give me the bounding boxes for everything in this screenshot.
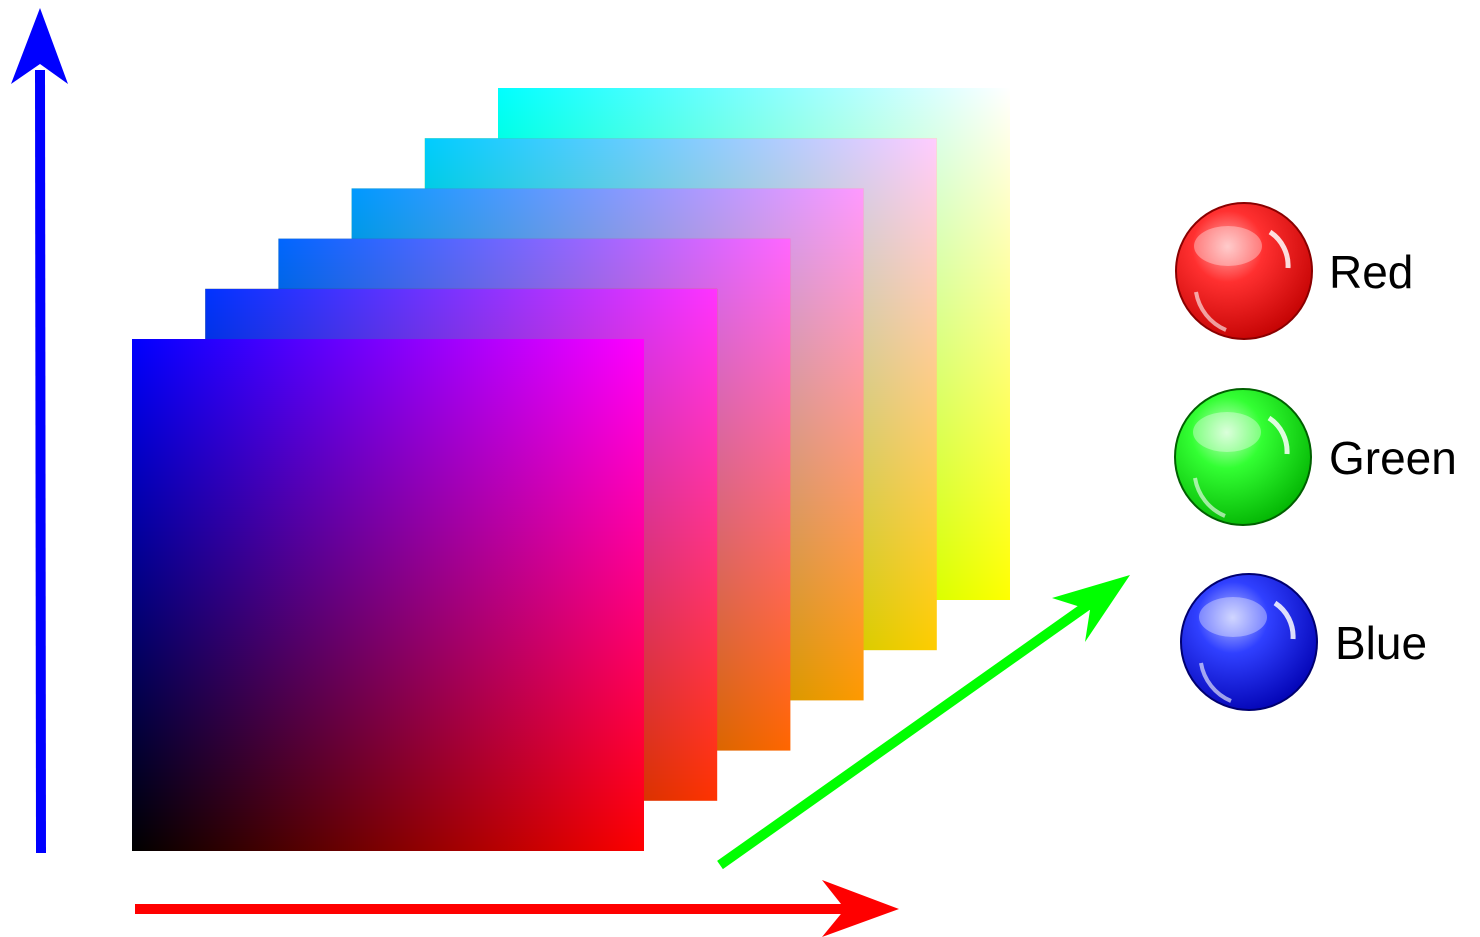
legend-item-blue: Blue	[1180, 573, 1427, 711]
legend-label-green: Green	[1329, 432, 1457, 484]
legend: Red Green Blue	[1174, 202, 1457, 711]
blue-sphere-icon	[1180, 573, 1318, 711]
green-axis-arrow	[717, 575, 1130, 870]
color-cube	[132, 88, 1010, 851]
green-sphere-icon	[1174, 388, 1312, 526]
red-sphere-icon	[1175, 202, 1313, 340]
legend-label-blue: Blue	[1335, 617, 1427, 669]
legend-item-green: Green	[1174, 388, 1457, 526]
legend-label-red: Red	[1329, 246, 1413, 298]
cube-slice	[132, 339, 644, 851]
blue-axis-arrow	[11, 8, 68, 854]
legend-item-red: Red	[1175, 202, 1413, 340]
cube-slice-blue-overlay	[132, 339, 644, 851]
red-axis-arrow	[135, 880, 899, 937]
